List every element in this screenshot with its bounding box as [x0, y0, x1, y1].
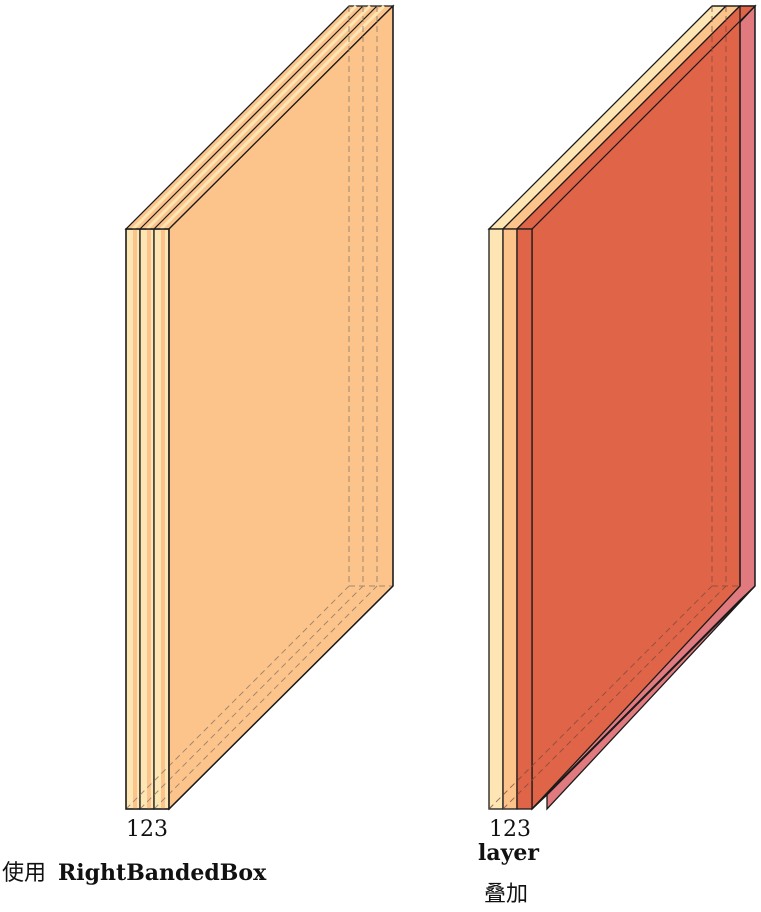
right-caption: 叠加: [484, 882, 528, 907]
left-caption-bold: RightBandedBox: [58, 860, 267, 886]
left-caption: 使用 RightBandedBox: [2, 860, 267, 886]
right-layer-3: [516, 228, 533, 810]
left-caption-prefix: 使用: [2, 861, 46, 886]
left-side-face: [168, 4, 394, 811]
right-layer-1: [488, 228, 504, 810]
right-layer-stack: [487, 4, 757, 811]
right-red-side: [531, 18, 741, 811]
right-sublabel: layer: [478, 840, 539, 866]
left-tick-labels: 123: [126, 817, 168, 842]
left-banded-box: [124, 4, 395, 811]
right-layer-2: [502, 228, 518, 810]
right-tick-labels: 123: [489, 817, 531, 842]
